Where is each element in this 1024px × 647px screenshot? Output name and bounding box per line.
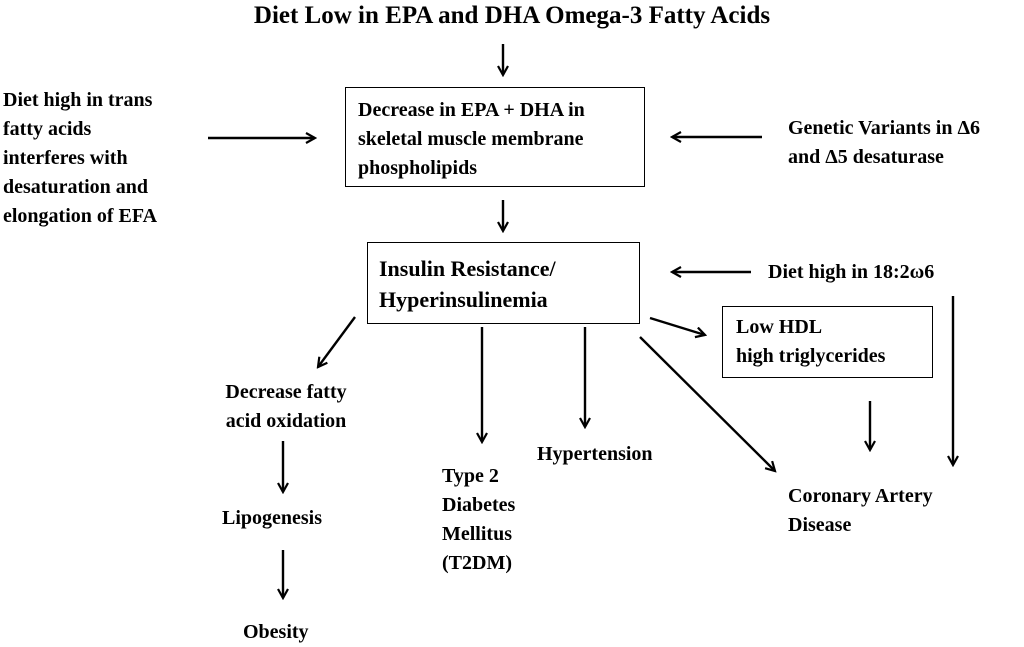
fatty-acid-line: acid oxidation — [225, 410, 347, 432]
t2dm-text: Type 2 Diabetes Mellitus (T2DM) — [442, 462, 515, 578]
trans-line: fatty acids — [3, 118, 92, 140]
trans-line: Diet high in trans — [3, 89, 153, 111]
diet-linoleic-text: Diet high in 18:2ω6 — [768, 261, 935, 283]
trans-fat-text: Diet high in trans fatty acids interfere… — [3, 86, 157, 231]
t2dm-line: Type 2 — [442, 465, 499, 487]
arrow-insulin-to-fatty-acid — [318, 316, 356, 367]
membrane-line: phospholipids — [358, 157, 477, 179]
insulin-line: Insulin Resistance/ — [379, 256, 556, 281]
t2dm-line: Diabetes — [442, 494, 516, 516]
diagram-title: Diet Low in EPA and DHA Omega-3 Fatty Ac… — [253, 2, 771, 29]
genetic-variants-text: Genetic Variants in Δ6 and Δ5 desaturase — [788, 114, 980, 172]
arrow-insulin-to-hdl — [649, 316, 705, 335]
coronary-artery-disease-text: Coronary Artery Disease — [788, 482, 933, 540]
t2dm-line: Mellitus — [442, 523, 512, 545]
hdl-line: Low HDL — [736, 316, 823, 338]
insulin-line: Hyperinsulinemia — [379, 287, 548, 312]
fatty-acid-line: Decrease fatty — [225, 381, 347, 403]
t2dm-line: (T2DM) — [442, 552, 512, 574]
hdl-triglycerides-box: Low HDL high triglycerides — [722, 306, 933, 378]
genetic-line: and Δ5 desaturase — [788, 146, 944, 168]
arrow-insulin-to-cad — [639, 336, 775, 471]
trans-line: desaturation and — [3, 176, 149, 198]
membrane-line: Decrease in EPA + DHA in — [358, 99, 585, 121]
cad-line: Coronary Artery — [788, 485, 933, 507]
cad-line: Disease — [788, 514, 852, 536]
hypertension-text: Hypertension — [537, 443, 653, 465]
membrane-line: skeletal muscle membrane — [358, 128, 584, 150]
trans-line: interferes with — [3, 147, 128, 169]
lipogenesis-text: Lipogenesis — [222, 507, 323, 529]
membrane-box: Decrease in EPA + DHA in skeletal muscle… — [345, 87, 645, 187]
hdl-line: high triglycerides — [736, 345, 886, 367]
insulin-resistance-box: Insulin Resistance/ Hyperinsulinemia — [367, 242, 640, 324]
trans-line: elongation of EFA — [3, 205, 158, 227]
fatty-acid-oxidation-text: Decrease fatty acid oxidation — [211, 378, 361, 436]
genetic-line: Genetic Variants in Δ6 — [788, 117, 980, 139]
obesity-text: Obesity — [243, 621, 309, 643]
